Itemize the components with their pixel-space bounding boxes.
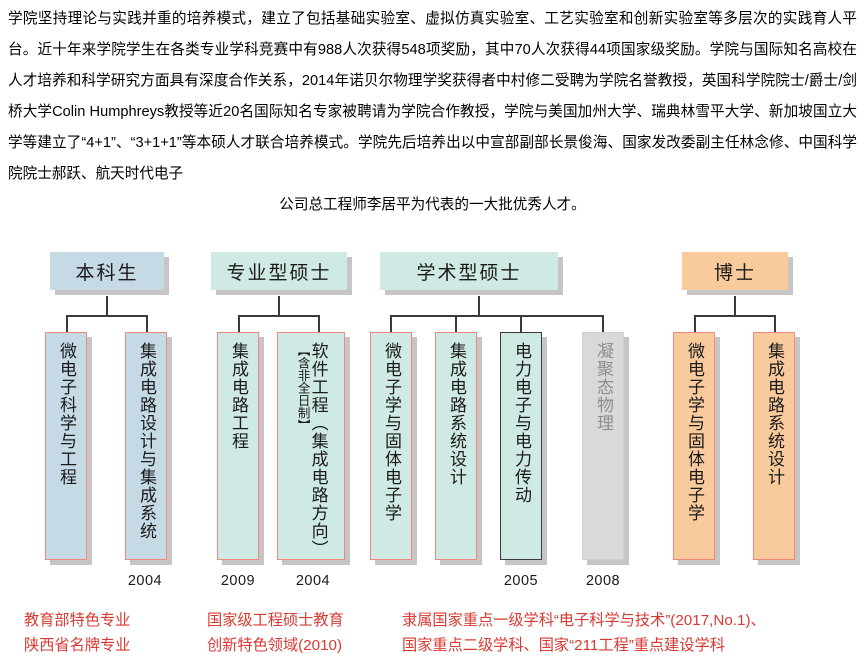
- leaf-label: 微电子科学与工程: [57, 342, 76, 486]
- connector-trunk: [478, 296, 480, 316]
- connector-branch-3: [520, 315, 522, 333]
- caption-line: 国家级工程硕士教育: [207, 612, 344, 629]
- leaf-label: 集成电路系统设计: [765, 342, 784, 486]
- leaf-label: 集成电路设计与集成系统: [137, 342, 156, 540]
- degree-programs-diagram: 本科生 微电子科学与工程 集成电路设计与集成系统 2004 教育部特色专业 陕西…: [0, 238, 865, 663]
- connector-branch-1: [66, 315, 68, 333]
- caption-line: 隶属国家重点一级学科“电子科学与技术”(2017,No.1)、: [402, 612, 766, 629]
- group-header-doctorate[interactable]: 博士: [682, 252, 788, 290]
- caption-line: 教育部特色专业: [24, 612, 131, 629]
- connector-branch-2: [455, 315, 457, 333]
- group-header-professional-master[interactable]: 专业型硕士: [211, 252, 347, 290]
- leaf-box[interactable]: 集成电路系统设计: [435, 332, 477, 560]
- leaf-box[interactable]: 集成电路系统设计: [753, 332, 795, 560]
- group-undergraduate: 本科生 微电子科学与工程 集成电路设计与集成系统 2004 教育部特色专业 陕西…: [0, 238, 195, 663]
- group-academic-master: 学术型硕士 微电子学与固体电子学 集成电路系统设计 电力电子与电力传动 凝聚态物…: [370, 238, 766, 663]
- group-caption: 隶属国家重点一级学科“电子科学与技术”(2017,No.1)、 国家重点二级学科…: [402, 608, 766, 658]
- connector-trunk: [106, 296, 108, 316]
- connector-branch-2: [146, 315, 148, 333]
- connector-branch-2: [774, 315, 776, 333]
- caption-line: 陕西省名牌专业: [24, 637, 131, 654]
- connector-branch-2: [318, 315, 320, 333]
- connector-bar: [390, 315, 604, 317]
- group-caption: 教育部特色专业 陕西省名牌专业: [24, 608, 130, 658]
- leaf-box[interactable]: 凝聚态物理: [582, 332, 624, 560]
- connector-trunk: [278, 296, 280, 316]
- year-label: 2008: [585, 573, 621, 589]
- intro-paragraph-last-line: 公司总工程师李居平为代表的一大批优秀人才。: [279, 197, 586, 213]
- caption-line: 国家重点二级学科、国家“211工程”重点建设学科: [402, 637, 725, 654]
- group-header-undergraduate[interactable]: 本科生: [50, 252, 164, 290]
- leaf-box[interactable]: 微电子科学与工程: [45, 332, 87, 560]
- leaf-label: 电力电子与电力传动: [512, 342, 531, 504]
- connector-bar: [238, 315, 320, 317]
- connector-branch-1: [390, 315, 392, 333]
- leaf-label: 集成电路工程: [229, 342, 248, 450]
- year-label: 2009: [220, 573, 256, 589]
- year-label: 2005: [503, 573, 539, 589]
- leaf-label: 微电子学与固体电子学: [382, 342, 401, 522]
- intro-paragraph: 学院坚持理论与实践并重的培养模式，建立了包括基础实验室、虚拟仿真实验室、工艺实验…: [8, 4, 857, 221]
- connector-trunk: [734, 296, 736, 316]
- group-professional-master: 专业型硕士 集成电路工程 软件工程（集成电路方向） 【含非全日制】 2009 2…: [195, 238, 370, 663]
- group-doctorate: 博士 微电子学与固体电子学 集成电路系统设计: [670, 238, 865, 663]
- leaf-note: 【含非全日制】: [295, 344, 310, 432]
- intro-paragraph-body: 学院坚持理论与实践并重的培养模式，建立了包括基础实验室、虚拟仿真实验室、工艺实验…: [8, 11, 857, 182]
- leaf-box[interactable]: 电力电子与电力传动: [500, 332, 542, 560]
- leaf-label: 集成电路系统设计: [447, 342, 466, 486]
- connector-branch-4: [602, 315, 604, 333]
- connector-bar: [66, 315, 148, 317]
- connector-bar: [694, 315, 776, 317]
- year-label: 2004: [295, 573, 331, 589]
- leaf-label: 凝聚态物理: [594, 342, 613, 432]
- leaf-box[interactable]: 软件工程（集成电路方向） 【含非全日制】: [277, 332, 345, 560]
- leaf-label: 微电子学与固体电子学: [685, 342, 704, 522]
- leaf-box[interactable]: 集成电路工程: [217, 332, 259, 560]
- leaf-box[interactable]: 集成电路设计与集成系统: [125, 332, 167, 560]
- group-header-academic-master[interactable]: 学术型硕士: [380, 252, 558, 290]
- connector-branch-1: [238, 315, 240, 333]
- connector-branch-1: [694, 315, 696, 333]
- leaf-box[interactable]: 微电子学与固体电子学: [370, 332, 412, 560]
- leaf-label: 软件工程（集成电路方向）: [308, 342, 328, 558]
- year-label: 2004: [127, 573, 163, 589]
- caption-line: 创新特色领域(2010): [207, 637, 343, 654]
- group-caption: 国家级工程硕士教育 创新特色领域(2010): [207, 608, 344, 658]
- leaf-box[interactable]: 微电子学与固体电子学: [673, 332, 715, 560]
